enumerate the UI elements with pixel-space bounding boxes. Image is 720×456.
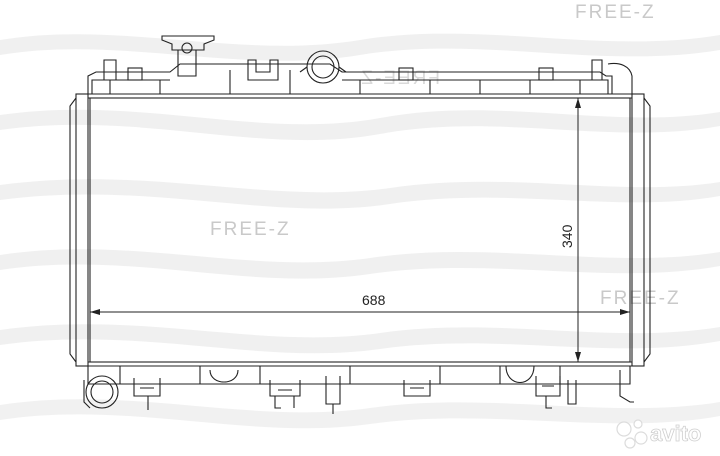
top-bracket — [247, 59, 279, 81]
wave-background — [0, 33, 720, 429]
top-mounts — [103, 59, 633, 94]
watermark-right: FREE-Z — [600, 288, 681, 309]
lower-hose-outlet — [83, 375, 119, 409]
watermark-top: FREE-Z — [575, 2, 656, 23]
width-label: 688 — [362, 292, 386, 308]
avito-dots-icon — [616, 419, 648, 449]
filler-cap — [161, 35, 215, 77]
radiator-core — [89, 97, 631, 363]
radiator-outline — [69, 35, 651, 414]
bottom-tank — [87, 361, 632, 385]
avito-text: avito — [650, 421, 701, 446]
dimension-height: 340 — [559, 98, 581, 362]
watermark-middle: FREE-Z — [210, 219, 291, 240]
side-tanks — [69, 93, 651, 367]
watermark-mirrored-top: FREE-Z — [359, 68, 440, 89]
avito-badge: avito — [616, 419, 702, 449]
height-label: 340 — [559, 224, 575, 248]
upper-hose-inlet — [299, 50, 347, 84]
bottom-brackets — [133, 365, 634, 414]
dimension-width: 688 — [90, 292, 630, 315]
